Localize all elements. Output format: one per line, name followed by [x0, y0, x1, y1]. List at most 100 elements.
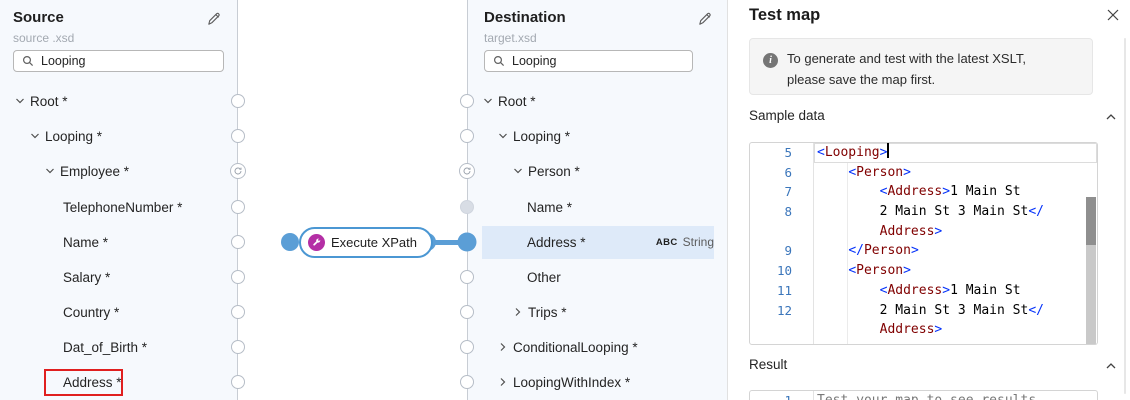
destination-panel: Destination target.xsd Root * Looping * …: [467, 0, 727, 400]
destination-schema-name: target.xsd: [484, 31, 537, 45]
code-text: <Person>: [813, 162, 1097, 183]
line-number: [750, 320, 792, 340]
sample-data-section-label: Sample data: [749, 108, 825, 123]
destination-tree-item-name[interactable]: Name *: [527, 199, 573, 215]
source-connector-country[interactable]: [231, 305, 245, 319]
chevron-right-icon[interactable]: [497, 376, 509, 388]
text-cursor: [887, 143, 889, 158]
chevron-down-icon[interactable]: [29, 130, 41, 142]
destination-connector-loopingwithindex[interactable]: [460, 375, 474, 389]
chevron-down-icon[interactable]: [512, 165, 524, 177]
code-text: </Person>: [813, 241, 1097, 262]
destination-connector-name[interactable]: [460, 200, 474, 214]
code-text: <Looping>: [813, 143, 1097, 163]
destination-tree-item-address[interactable]: Address * ABC String: [527, 234, 714, 250]
code-line: 9 </Person>: [750, 241, 1097, 262]
search-icon: [493, 55, 505, 67]
destination-tree-item-looping[interactable]: Looping *: [497, 124, 570, 148]
source-connector-name[interactable]: [231, 235, 245, 249]
chevron-down-icon[interactable]: [497, 130, 509, 142]
indent-guide: [847, 163, 848, 344]
destination-search-input[interactable]: [512, 54, 684, 68]
destination-connector-root[interactable]: [460, 94, 474, 108]
destination-connector-trips[interactable]: [460, 305, 474, 319]
destination-connector-address-connected[interactable]: [457, 232, 477, 252]
source-tree-item-employee[interactable]: Employee *: [44, 159, 129, 183]
line-number: 1: [750, 391, 792, 400]
code-line: 11 <Address>1 Main St: [750, 280, 1097, 301]
destination-connector-person-loop-icon[interactable]: [459, 163, 475, 179]
sample-data-editor[interactable]: 5<Looping>6 <Person>7 <Address>1 Main St…: [749, 142, 1098, 345]
line-number: 10: [776, 263, 792, 279]
source-tree-item-root[interactable]: Root *: [14, 89, 68, 113]
editor-scrollbar-thumb[interactable]: [1086, 197, 1096, 245]
chevron-down-icon[interactable]: [44, 165, 56, 177]
connection-edge[interactable]: [427, 240, 468, 245]
address-highlight-annotation: [44, 369, 123, 396]
destination-search-box[interactable]: [484, 50, 693, 72]
chevron-right-icon[interactable]: [497, 341, 509, 353]
destination-connector-conditionallooping[interactable]: [460, 340, 474, 354]
info-icon: i: [763, 53, 778, 68]
source-tree-item-address[interactable]: Address *: [63, 374, 122, 390]
code-text: <Address>1 Main St: [813, 182, 1097, 203]
destination-tree-item-conditionallooping[interactable]: ConditionalLooping *: [497, 335, 638, 359]
source-schema-name: source .xsd: [13, 31, 75, 45]
source-tree-item-dat-of-birth[interactable]: Dat_of_Birth *: [63, 339, 148, 355]
source-connector-employee-loop-icon[interactable]: [230, 163, 246, 179]
destination-connector-other[interactable]: [460, 270, 474, 284]
source-tree-item-telephonenumber[interactable]: TelephoneNumber *: [63, 199, 183, 215]
source-connector-looping[interactable]: [231, 129, 245, 143]
line-number: 5: [784, 145, 792, 160]
source-tree-item-name[interactable]: Name *: [63, 234, 109, 250]
source-connector-telephonenumber[interactable]: [231, 200, 245, 214]
source-connector-root[interactable]: [231, 94, 245, 108]
chevron-down-icon[interactable]: [482, 95, 494, 107]
function-input-handle[interactable]: [281, 233, 299, 251]
source-tree-item-salary[interactable]: Salary *: [63, 269, 111, 285]
code-text: <Address>1 Main St: [813, 280, 1097, 301]
destination-tree-item-trips[interactable]: Trips *: [512, 300, 567, 324]
edit-source-icon[interactable]: [206, 11, 222, 27]
source-tree-item-country[interactable]: Country *: [63, 304, 120, 320]
code-line: 13: [750, 339, 1097, 344]
destination-tree-item-loopingwithindex[interactable]: LoopingWithIndex *: [497, 370, 630, 394]
line-number: 6: [784, 164, 792, 180]
collapse-sample-data-icon[interactable]: [1104, 110, 1118, 124]
code-text: [813, 339, 1097, 344]
editor-scrollbar-track[interactable]: [1086, 245, 1096, 344]
execute-xpath-node[interactable]: Execute XPath: [299, 227, 433, 258]
code-line: 5 <Looping>: [750, 143, 1097, 163]
destination-panel-title: Destination: [484, 9, 566, 26]
destination-tree-item-other[interactable]: Other: [527, 269, 561, 285]
destination-tree-item-person[interactable]: Person *: [512, 159, 580, 183]
source-connector-dat-of-birth[interactable]: [231, 340, 245, 354]
close-icon[interactable]: [1105, 7, 1121, 23]
code-line: 7 <Address>1 Main St: [750, 182, 1097, 203]
code-line: 12 2 Main St 3 Main St</: [750, 300, 1097, 321]
chevron-down-icon[interactable]: [14, 95, 26, 107]
source-tree-item-looping[interactable]: Looping *: [29, 124, 102, 148]
line-number: 12: [776, 302, 792, 318]
result-section-label: Result: [749, 357, 788, 372]
chevron-right-icon[interactable]: [512, 306, 524, 318]
source-search-input[interactable]: [41, 54, 215, 68]
edit-destination-icon[interactable]: [697, 11, 713, 27]
source-search-box[interactable]: [13, 50, 224, 72]
source-connector-salary[interactable]: [231, 270, 245, 284]
source-connector-address[interactable]: [231, 375, 245, 389]
source-panel-title: Source: [13, 9, 64, 26]
line-number: 7: [784, 184, 792, 200]
destination-connector-looping[interactable]: [460, 129, 474, 143]
code-line: 8 2 Main St 3 Main St</: [750, 202, 1097, 222]
collapse-result-icon[interactable]: [1104, 359, 1118, 373]
search-icon: [22, 55, 34, 67]
destination-tree-item-root[interactable]: Root *: [482, 89, 536, 113]
code-line: 10 <Person>: [750, 261, 1097, 281]
type-badge: ABC String: [656, 235, 714, 249]
code-line: 6 <Person>: [750, 162, 1097, 183]
source-panel: Source source .xsd Root * Looping * Empl…: [0, 0, 238, 400]
panel-scrollbar[interactable]: [1124, 38, 1126, 394]
result-editor[interactable]: 1 Test your map to see results: [749, 390, 1098, 400]
